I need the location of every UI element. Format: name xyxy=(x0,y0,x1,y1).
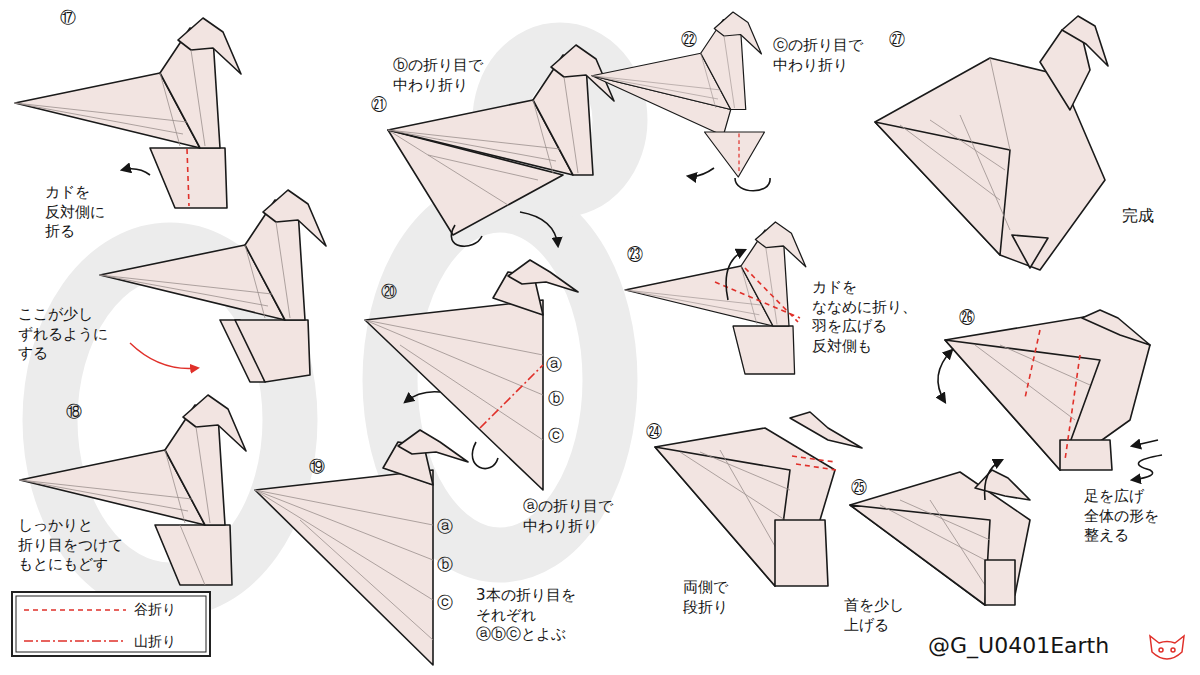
step-number: ㉒ xyxy=(681,30,697,51)
step-number: ⑱ xyxy=(66,402,82,423)
step-21-figure xyxy=(388,45,614,235)
instruction-text: カドを 反対側に 折る xyxy=(45,183,113,242)
instruction-text: ここが少し ずれるように する xyxy=(18,305,116,364)
step-number: ㉕ xyxy=(851,478,867,499)
crease-letter: ⓑ xyxy=(548,389,564,410)
step-17b-figure xyxy=(100,190,326,382)
legend-text: 谷折り xyxy=(134,600,176,618)
step-23-figure xyxy=(625,222,806,374)
step-22-figure xyxy=(592,12,765,177)
instruction-text: ⓑの折り目で 中わり折り xyxy=(393,56,492,95)
instruction-text: カドを ななめに折り、 羽を広げる 反対側も xyxy=(812,278,922,356)
instruction-text: ⓒの折り目で 中わり折り xyxy=(773,36,872,75)
credit-handle: @G_U0401Earth xyxy=(928,632,1109,661)
instruction-text: 完成 xyxy=(1122,206,1154,227)
step-26-figure xyxy=(945,310,1150,470)
instruction-text: 両側で 段折り xyxy=(683,578,737,617)
step-27-figure xyxy=(875,16,1108,270)
crease-letter: ⓒ xyxy=(437,593,453,614)
legend-frame xyxy=(12,592,210,656)
instruction-text: 足を広げ 全体の形を 整える xyxy=(1084,487,1168,546)
legend-text: 山折り xyxy=(134,632,176,650)
step-number: ⑰ xyxy=(60,8,76,29)
step-20-figure xyxy=(365,260,578,490)
step-number: ㉓ xyxy=(627,245,643,266)
step-number: ㉗ xyxy=(889,30,905,51)
cat-icon xyxy=(1150,636,1184,659)
crease-letter: ⓑ xyxy=(437,555,453,576)
crease-letter: ⓒ xyxy=(548,426,564,447)
step-24-figure xyxy=(655,412,862,586)
instruction-text: 3本の折り目を それぞれ ⓐⓑⓒとよぶ xyxy=(476,586,584,645)
step-number: ㉑ xyxy=(371,95,387,116)
step-number: ⑳ xyxy=(381,282,397,303)
step-25-figure xyxy=(850,470,1030,605)
step-17-figure xyxy=(15,18,241,208)
step-19-figure xyxy=(255,430,468,665)
instruction-text: しっかりと 折り目をつけて もとにもどす xyxy=(18,516,128,575)
step-number: ⑲ xyxy=(309,457,325,478)
instruction-text: 首を少し 上げる xyxy=(844,596,913,635)
step-number: ㉔ xyxy=(646,422,662,443)
step-number: ㉖ xyxy=(959,308,975,329)
crease-letter: ⓐ xyxy=(546,355,562,376)
crease-letter: ⓐ xyxy=(437,517,453,538)
instruction-text: ⓐの折り目で 中わり折り xyxy=(523,497,622,536)
